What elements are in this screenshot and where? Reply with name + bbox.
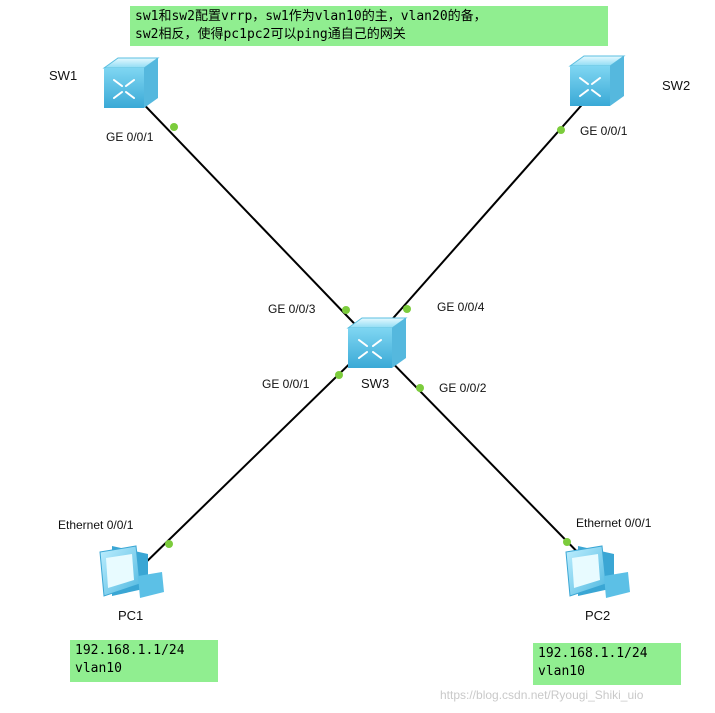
pc2-vlan: vlan10 — [538, 664, 585, 679]
pc1-ip: 192.168.1.1/24 — [75, 643, 185, 658]
port-label-sw3-ge001: GE 0/0/1 — [262, 377, 310, 391]
config-note: sw1和sw2配置vrrp，sw1作为vlan10的主，vlan20的备， sw… — [130, 6, 608, 46]
port-label-sw3-ge003: GE 0/0/3 — [268, 302, 316, 316]
switch-icon[interactable] — [568, 55, 626, 106]
port-dot-pc1-eth — [165, 540, 173, 548]
core-switch-icon[interactable] — [346, 317, 408, 368]
pc2-address-note: 192.168.1.1/24 vlan10 — [533, 643, 681, 685]
port-dot-sw3-ge001 — [335, 371, 343, 379]
link-sw3-pc2 — [371, 341, 596, 571]
pc1-address-note: 192.168.1.1/24 vlan10 — [70, 640, 218, 682]
port-label-pc2-eth: Ethernet 0/0/1 — [576, 516, 652, 530]
device-label-sw1: SW1 — [49, 68, 78, 83]
port-label-sw3-ge004: GE 0/0/4 — [437, 300, 485, 314]
watermark: https://blog.csdn.net/Ryougi_Shiki_uio — [440, 688, 644, 702]
config-note-line: sw1和sw2配置vrrp，sw1作为vlan10的主，vlan20的备， — [135, 9, 487, 24]
pc2-ip: 192.168.1.1/24 — [538, 646, 648, 661]
port-dot-pc2-eth — [563, 538, 571, 546]
port-label-sw3-ge002: GE 0/0/2 — [439, 381, 487, 395]
pc1-vlan: vlan10 — [75, 661, 122, 676]
port-dot-sw3-ge002 — [416, 384, 424, 392]
port-dot-sw3-ge004 — [403, 305, 411, 313]
device-label-sw3: SW3 — [361, 376, 390, 391]
device-label-pc2: PC2 — [585, 608, 611, 623]
port-label-sw2-ge001: GE 0/0/1 — [580, 124, 628, 138]
port-label-pc1-eth: Ethernet 0/0/1 — [58, 518, 134, 532]
port-dot-sw3-ge003 — [342, 306, 350, 314]
device-label-pc1: PC1 — [118, 608, 144, 623]
config-note-line: sw2相反，使得pc1pc2可以ping通自己的网关 — [135, 27, 406, 42]
port-dot-sw1-ge001 — [170, 123, 178, 131]
link-sw3-pc1 — [137, 341, 373, 571]
link-sw1-sw3 — [129, 89, 373, 343]
switch-icon[interactable] — [102, 57, 160, 108]
pc-icon[interactable] — [565, 545, 630, 598]
pc-icon[interactable] — [99, 545, 164, 598]
port-label-sw1-ge001: GE 0/0/1 — [106, 130, 154, 144]
device-label-sw2: SW2 — [662, 78, 691, 93]
port-dot-sw2-ge001 — [557, 126, 565, 134]
